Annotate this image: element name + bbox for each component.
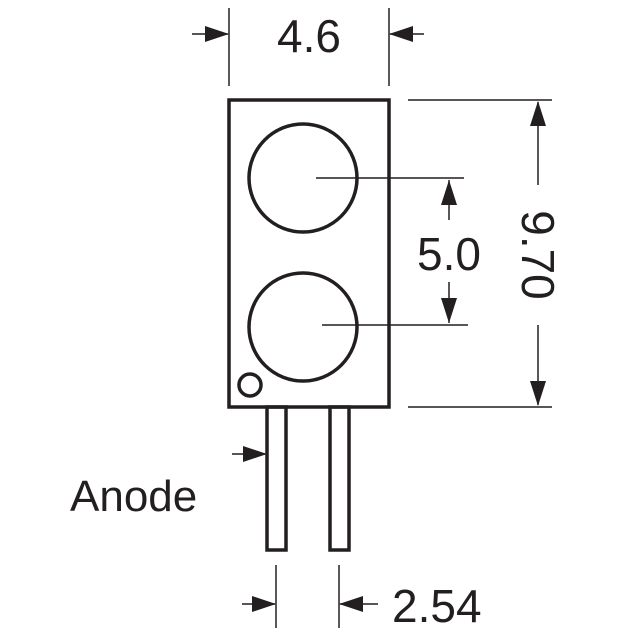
pitch-arrow-left [252, 596, 276, 612]
width-dimension-label: 4.6 [277, 10, 341, 62]
anode-arrow [243, 446, 267, 462]
pin-pitch-dimension: 2.54 [242, 565, 482, 632]
pitch-arrow-right [339, 596, 363, 612]
anode-callout: Anode [70, 446, 267, 521]
height-dimension: 9.70 [408, 99, 564, 408]
polarity-dot [237, 372, 263, 398]
anode-pin [265, 405, 288, 552]
spacing-dimension-label: 5.0 [417, 228, 481, 280]
cathode-pin [328, 405, 351, 552]
led-housing [227, 98, 391, 409]
height-dimension-label: 9.70 [512, 210, 564, 300]
anode-label: Anode [70, 472, 197, 521]
width-arrow-right [389, 26, 413, 42]
lower-lamp [247, 271, 359, 383]
width-arrow-left [205, 26, 229, 42]
height-arrow-top [530, 101, 546, 126]
pin-pitch-label: 2.54 [392, 580, 482, 632]
spacing-arrow-upper [441, 180, 457, 205]
width-dimension: 4.6 [192, 8, 424, 86]
height-arrow-bottom [530, 381, 546, 406]
spacing-dimension: 5.0 [316, 177, 481, 326]
spacing-arrow-lower [441, 298, 457, 323]
